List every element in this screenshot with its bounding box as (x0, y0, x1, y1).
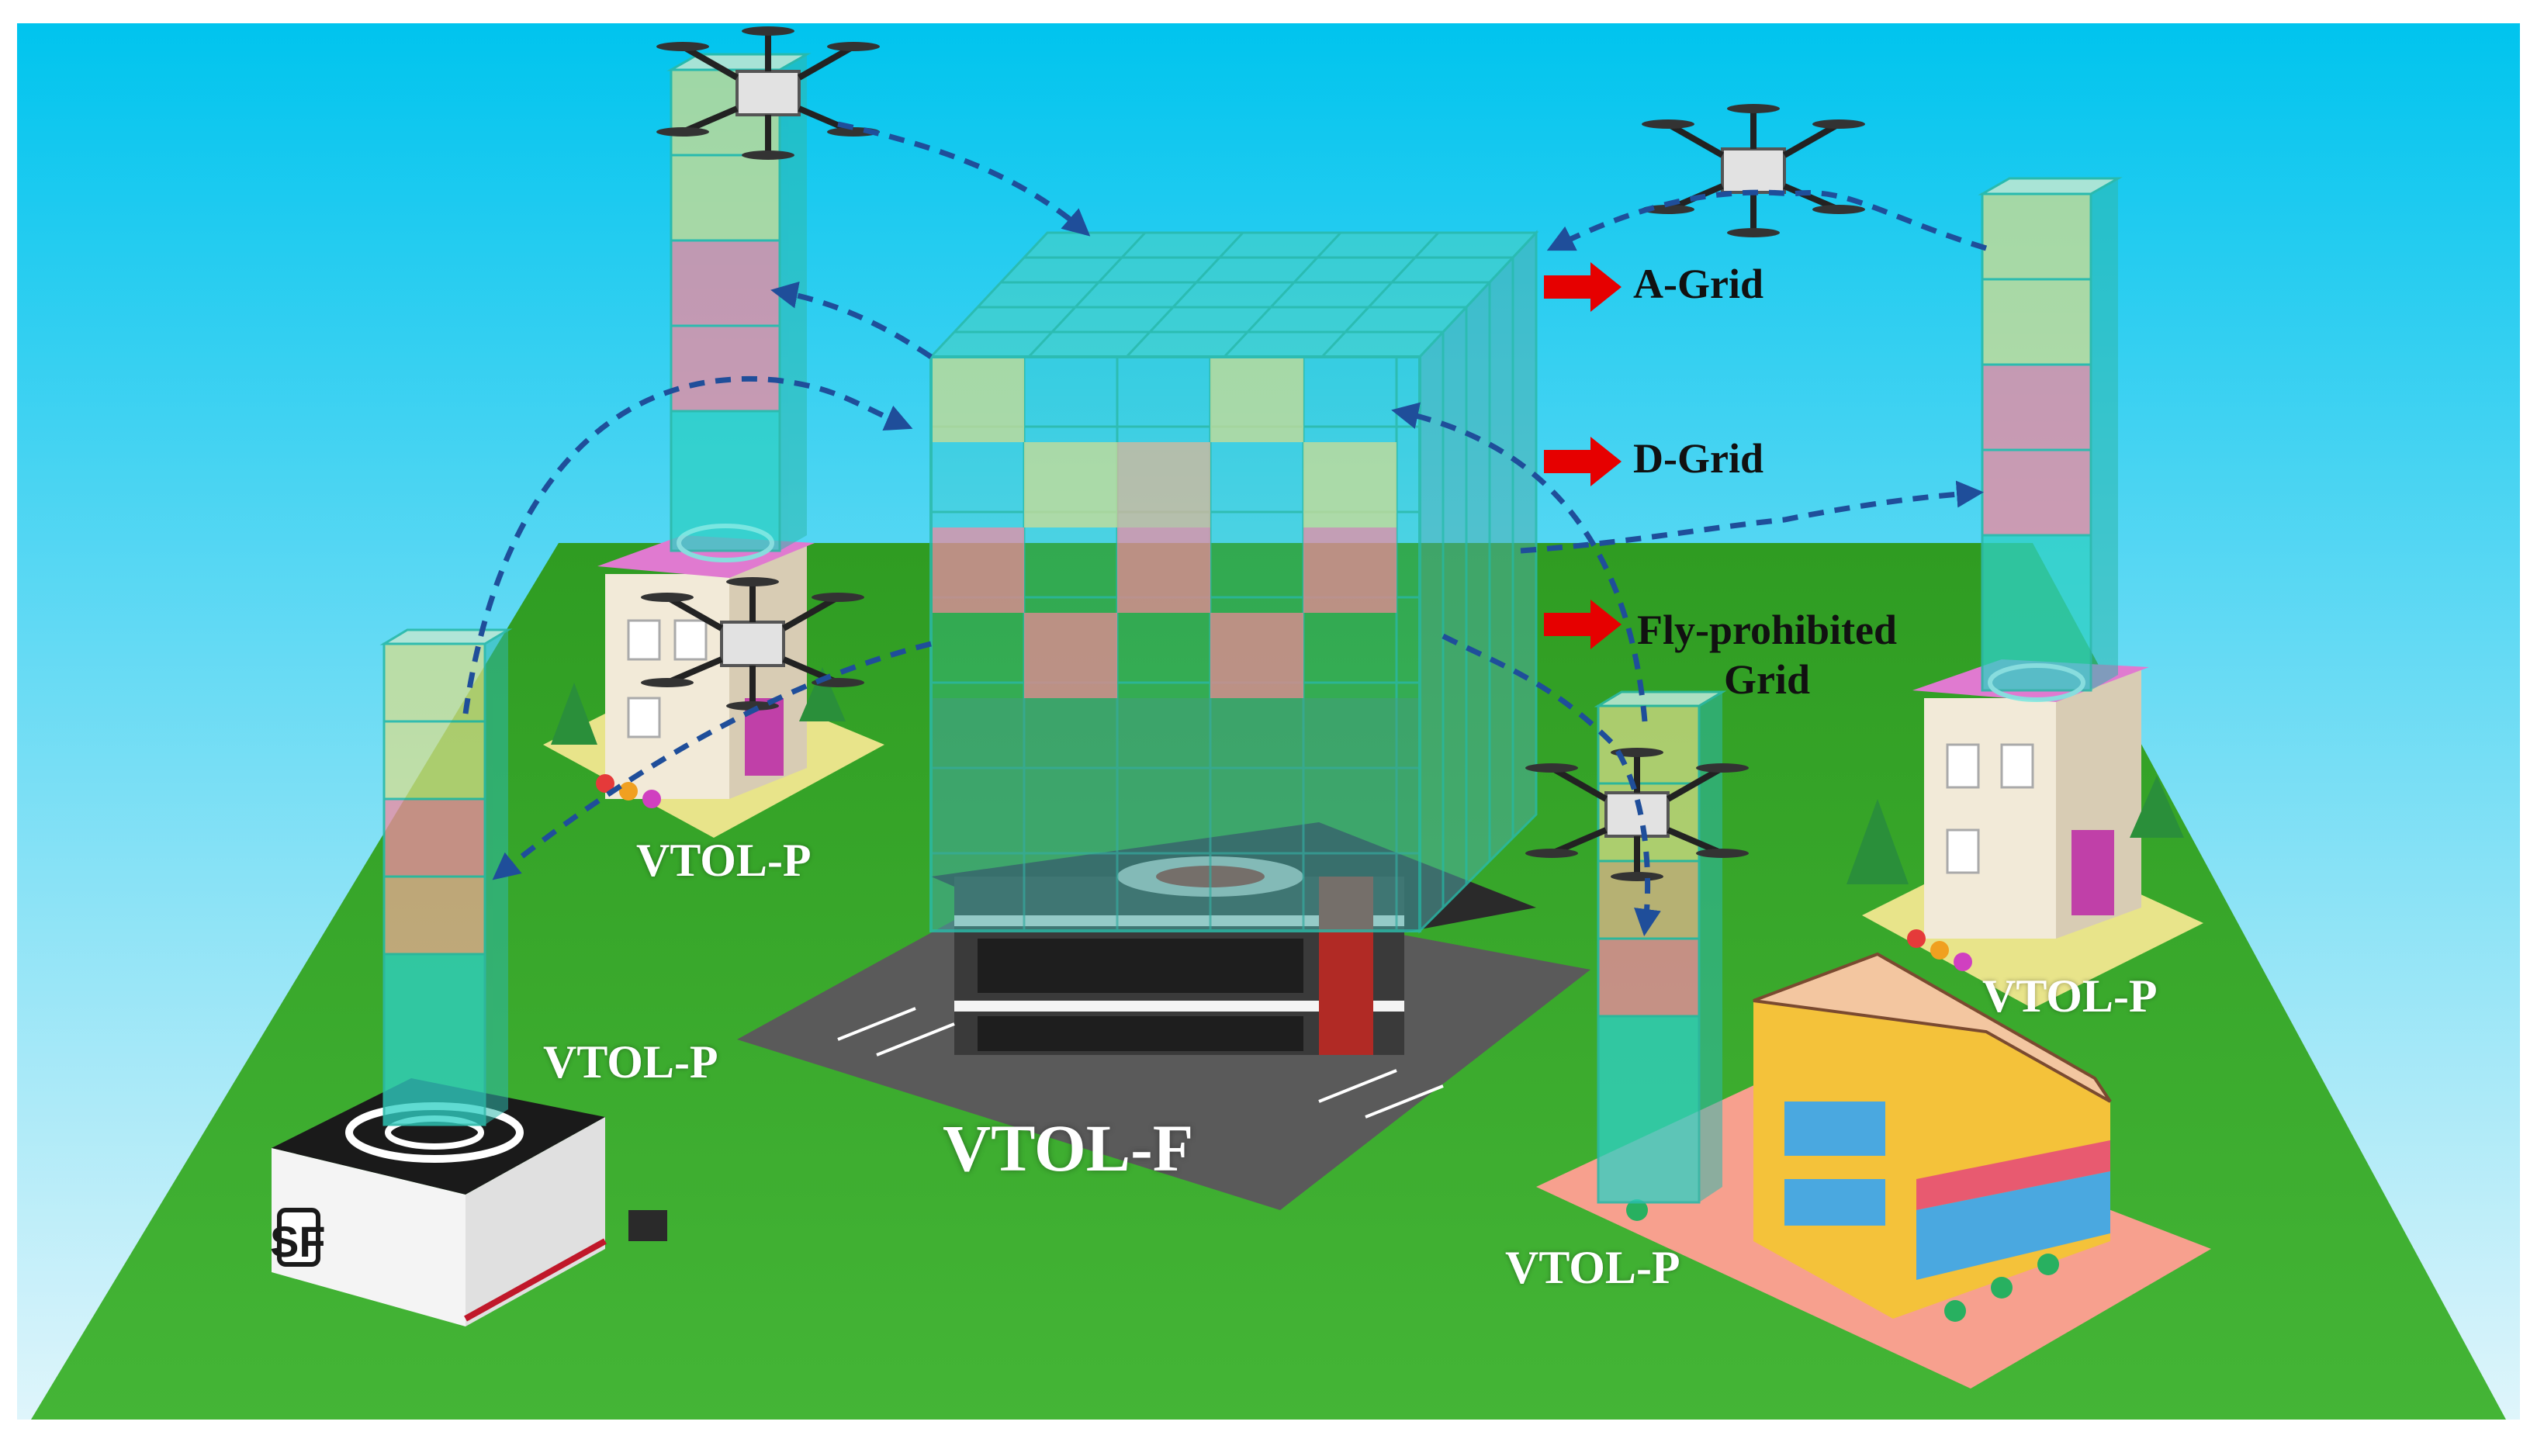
sf-logo: SF (270, 1217, 326, 1266)
vtol-p-right-house-label: VTOL-P (1982, 970, 2158, 1023)
legend-fly-prohibited-label: Fly-prohibited Grid (1637, 605, 1897, 704)
legend-fly-prohibited-line1: Fly-prohibited (1637, 605, 1897, 655)
legend-d-grid-label: D-Grid (1633, 434, 1763, 482)
airspace-grid-cube (931, 233, 1536, 931)
vtol-p-shop-label: VTOL-P (1505, 1241, 1680, 1295)
legend-fly-prohibited-line2: Grid (1637, 655, 1897, 704)
vtol-p-left-house-label: VTOL-P (636, 834, 812, 887)
tower-sf-base (384, 630, 508, 1125)
vtol-p-box-label: VTOL-P (543, 1036, 718, 1089)
tower-right-house (1982, 178, 2118, 700)
legend-a-grid-label: A-Grid (1633, 260, 1763, 308)
vtol-f-label: VTOL-F (943, 1109, 1193, 1187)
